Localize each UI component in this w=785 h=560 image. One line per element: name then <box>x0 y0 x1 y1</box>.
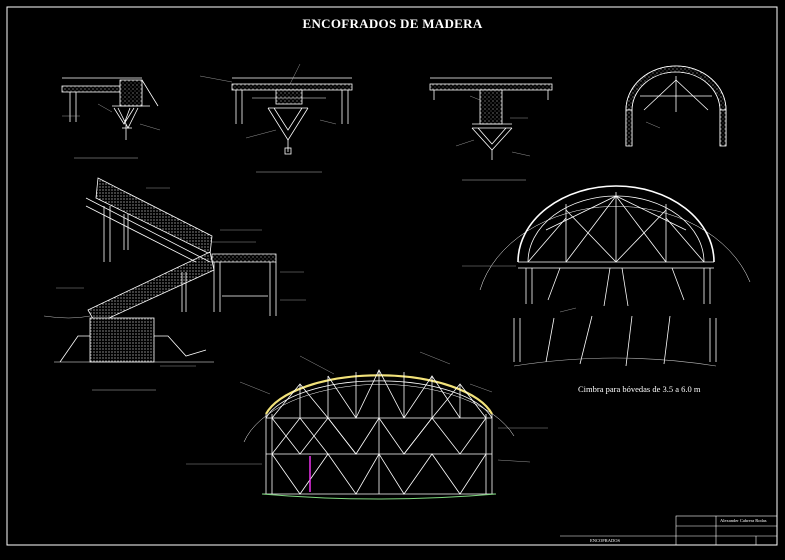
sheet-border <box>6 6 778 546</box>
title-block-sheet-label: ENCOFRADOS <box>590 538 621 543</box>
drawing-title: ENCOFRADOS DE MADERA <box>302 16 483 31</box>
title-block <box>560 515 778 546</box>
detail-tall-beam <box>429 77 553 181</box>
arch-caption: Cimbra para bóvedas de 3.5 a 6.0 m <box>578 384 701 394</box>
detail-stair-formwork <box>43 177 306 391</box>
detail-perimeter-beam <box>61 77 161 159</box>
detail-arch-truss <box>186 351 548 500</box>
detail-central-beam <box>199 63 353 173</box>
title-block-name: Alexander Cabrera Rodas <box>720 518 767 523</box>
detail-vault-centering <box>462 185 751 367</box>
detail-small-arch <box>625 65 727 147</box>
